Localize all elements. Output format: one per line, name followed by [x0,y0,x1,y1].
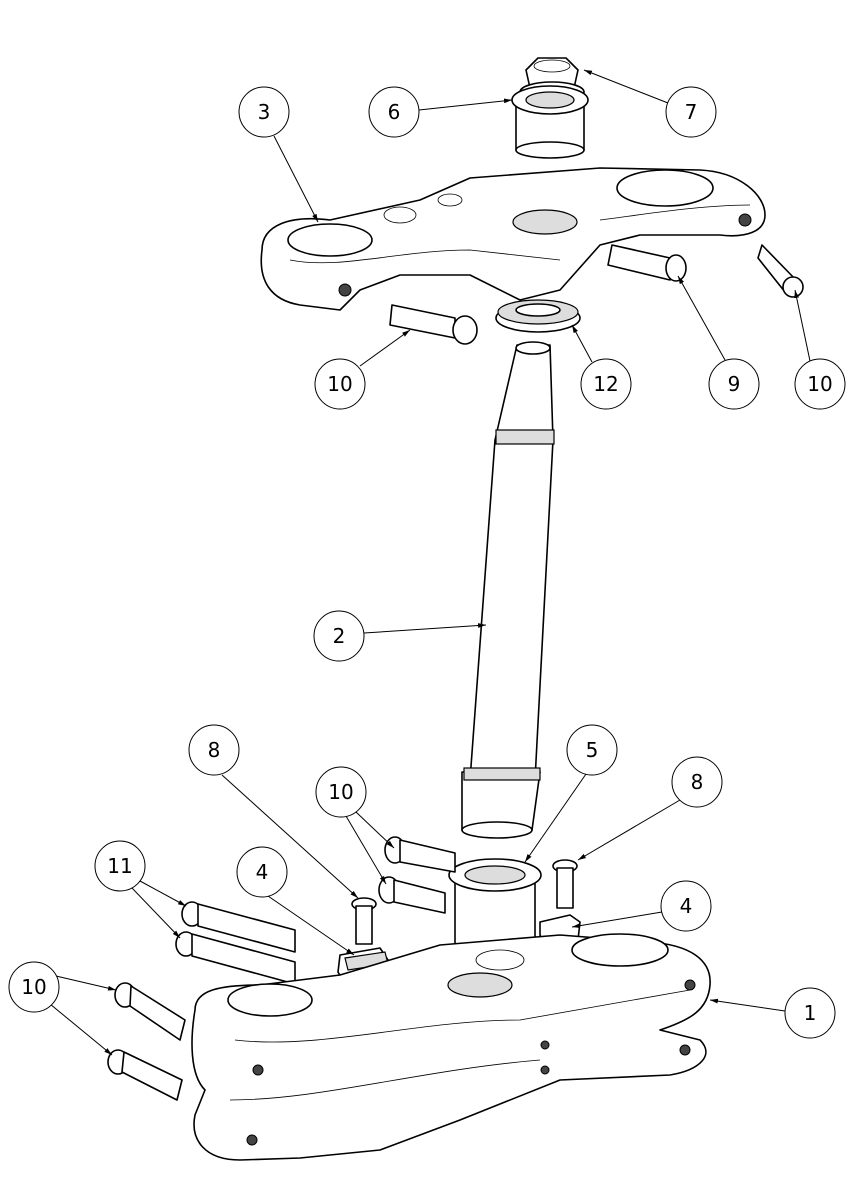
svg-text:5: 5 [586,738,599,762]
part-10-bolt-mid-upper [384,836,456,873]
svg-text:7: 7 [685,100,698,124]
svg-text:10: 10 [807,372,832,396]
balloon-10-top-left: 10 [314,358,366,410]
balloon-10-mid: 10 [315,766,367,818]
balloon-7: 7 [665,86,717,138]
balloon-8-right: 8 [671,756,723,808]
balloon-3: 3 [238,86,290,138]
balloon-4-left: 4 [236,846,288,898]
part-2-stem [461,341,555,839]
svg-text:4: 4 [680,894,693,918]
balloon-12: 12 [580,358,632,410]
part-9-bolt [607,244,687,282]
part-8-bolt-right [552,859,578,909]
balloon-9: 9 [708,358,760,410]
part-6-bushing [511,85,589,159]
svg-text:10: 10 [21,975,46,999]
svg-text:8: 8 [691,770,704,794]
svg-text:2: 2 [333,624,346,648]
part-10-bolt-top-left [389,304,478,345]
svg-text:1: 1 [804,1001,817,1025]
balloon-8-left: 8 [188,724,240,776]
balloon-5: 5 [566,724,618,776]
balloon-11: 11 [94,840,146,892]
balloon-10-bottom: 10 [8,961,60,1013]
part-11-bolts [175,901,296,985]
svg-text:10: 10 [328,780,353,804]
part-10-bolt-mid-lower [378,876,446,914]
part-12-washer [495,299,581,333]
svg-text:8: 8 [208,738,221,762]
part-10-bolts-bottom [107,982,186,1101]
balloon-10-top-right: 10 [794,358,846,410]
part-3-top-clamp [260,167,766,311]
balloon-1: 1 [784,987,836,1039]
balloon-6: 6 [368,86,420,138]
leader-lines [49,69,811,1056]
part-10-bolt-top-right [757,244,804,298]
balloon-2: 2 [313,610,365,662]
svg-text:10: 10 [327,372,352,396]
svg-text:9: 9 [728,372,741,396]
svg-text:11: 11 [107,854,132,878]
part-1-bottom-clamp [191,933,711,1161]
svg-text:3: 3 [258,100,271,124]
balloon-4-right: 4 [660,880,712,932]
svg-text:12: 12 [593,372,618,396]
svg-text:6: 6 [388,100,401,124]
part-8-bolt-left [351,897,377,945]
svg-text:4: 4 [256,860,269,884]
